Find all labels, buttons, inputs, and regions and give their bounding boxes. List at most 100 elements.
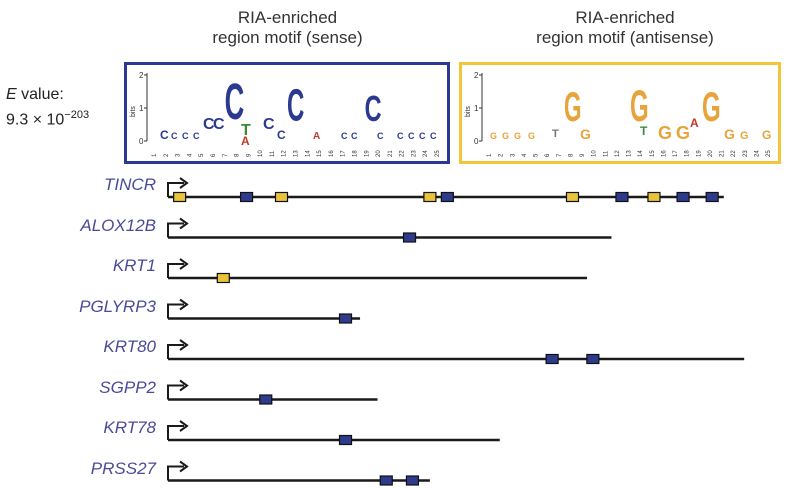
- gene-label-prss27: PRSS27: [90, 458, 156, 478]
- antisense-position-label: 11: [603, 150, 609, 157]
- antisense-motif-site: [565, 191, 580, 203]
- tss-arrowhead: [179, 339, 189, 351]
- sense-position-label: 14: [305, 150, 311, 157]
- antisense-title-line2: region motif (antisense): [536, 28, 714, 47]
- sense-motif-site: [586, 353, 600, 365]
- sense-motif-site: [239, 191, 254, 203]
- antisense-logo-svg: 2 1 0 bits G G G G T G G G T G G A G G G…: [465, 71, 772, 157]
- sense-letter-c: C: [408, 131, 415, 141]
- antisense-letter-g-large: G: [702, 84, 721, 131]
- gene-tracks-group: [167, 177, 745, 486]
- antisense-position-label: 17: [673, 150, 679, 157]
- antisense-motif-title: RIA-enriched region motif (antisense): [480, 8, 770, 48]
- sense-y-axis-label: bits: [130, 106, 137, 117]
- sense-position-label: 9: [246, 153, 252, 157]
- sense-position-label: 24: [423, 150, 429, 157]
- antisense-y-tick-label: 0: [474, 137, 479, 146]
- antisense-position-label: 14: [638, 150, 644, 157]
- antisense-letter-g-large: G: [630, 80, 649, 131]
- sense-position-label: 16: [329, 150, 335, 157]
- sense-motif-site: [705, 191, 719, 203]
- tss-arrow: [167, 465, 184, 481]
- antisense-motif-logo: 2 1 0 bits G G G G T G G G T G G A G G G…: [459, 62, 781, 164]
- sense-position-label: 11: [270, 150, 276, 157]
- sense-position-label: 10: [258, 150, 264, 157]
- sense-y-tick-label: 1: [139, 104, 144, 113]
- antisense-y-tick-label: 1: [474, 104, 479, 113]
- antisense-position-label: 6: [545, 153, 551, 157]
- antisense-position-label: 24: [754, 150, 760, 157]
- gene-label-pglyrp3: PGLYRP3: [79, 296, 156, 316]
- sense-y-tick-label: 0: [139, 137, 144, 146]
- antisense-letter-g: G: [724, 126, 735, 142]
- antisense-position-label: 2: [499, 153, 505, 157]
- antisense-motif-site: [216, 272, 230, 284]
- tss-arrowhead: [179, 258, 189, 270]
- antisense-letter-g: G: [740, 130, 749, 142]
- antisense-position-label: 20: [708, 150, 714, 157]
- antisense-letter-g: G: [490, 131, 497, 141]
- antisense-letter-g: G: [580, 126, 591, 142]
- sense-position-label: 7: [223, 153, 229, 157]
- antisense-position-label: 4: [522, 153, 528, 157]
- sense-position-label: 3: [176, 153, 182, 157]
- e-value-number: 9.3 × 10−203: [6, 109, 90, 129]
- antisense-position-label: 15: [650, 150, 656, 157]
- antisense-position-label: 7: [557, 153, 563, 157]
- antisense-position-label: 12: [615, 150, 621, 157]
- antisense-title-line1: RIA-enriched: [575, 8, 675, 27]
- sense-letter-c-large: C: [287, 79, 304, 130]
- sense-letter-c: C: [193, 131, 200, 141]
- sense-letter-c: C: [430, 131, 437, 141]
- antisense-position-label: 1: [487, 153, 493, 157]
- sense-letter-c: C: [351, 131, 358, 141]
- gene-label-krt1: KRT1: [112, 256, 156, 275]
- sense-letter-c: C: [263, 116, 275, 133]
- antisense-letter-g: G: [514, 131, 521, 141]
- antisense-motif-site: [173, 191, 187, 203]
- sense-motif-site: [676, 191, 690, 203]
- antisense-position-label: 9: [580, 153, 586, 157]
- gene-label-sgpp2: SGPP2: [99, 377, 156, 397]
- sense-position-label: 20: [376, 150, 382, 157]
- tss-arrowhead: [179, 379, 189, 392]
- sense-motif-title: RIA-enriched region motif (sense): [150, 8, 425, 48]
- sense-letter-a: A: [241, 134, 250, 148]
- antisense-letter-g: G: [502, 131, 509, 141]
- tss-arrowhead: [179, 217, 189, 230]
- antisense-y-axis-label: bits: [465, 106, 472, 117]
- antisense-position-label: 21: [720, 150, 726, 157]
- sense-position-label: 22: [400, 150, 406, 157]
- tss-arrow: [167, 222, 184, 238]
- gene-label-alox12b: ALOX12B: [80, 215, 156, 235]
- sense-position-label: 8: [235, 153, 241, 157]
- gene-label-tincr: TINCR: [104, 175, 156, 194]
- antisense-position-label: 3: [510, 153, 516, 157]
- sense-motif-site: [338, 313, 353, 324]
- sense-motif-site: [545, 353, 559, 365]
- sense-position-label: 17: [341, 150, 347, 157]
- sense-y-tick-label: 2: [139, 71, 144, 80]
- tss-arrowhead: [179, 177, 189, 189]
- sense-letter-c: C: [377, 131, 384, 141]
- tss-arrowhead: [179, 298, 189, 311]
- sense-letter-c: C: [171, 131, 178, 141]
- antisense-letter-stacks: G G G G T G G G T G G A G G G G: [490, 80, 771, 143]
- sense-letter-c: C: [397, 131, 404, 141]
- antisense-motif-site: [647, 191, 661, 203]
- sense-letter-c: C: [277, 128, 286, 142]
- tss-arrowhead: [179, 420, 189, 432]
- sense-position-label: 1: [152, 153, 158, 157]
- tss-arrow: [167, 182, 184, 197]
- antisense-position-label: 18: [685, 150, 691, 157]
- antisense-position-label: 22: [731, 150, 737, 157]
- antisense-letter-g: G: [762, 128, 771, 142]
- antisense-position-label: 8: [568, 153, 574, 157]
- sense-position-label: 2: [164, 153, 170, 157]
- tss-arrowhead: [179, 460, 189, 473]
- sense-position-label: 5: [199, 153, 205, 157]
- antisense-position-label: 16: [661, 150, 667, 157]
- e-value-annotation: E value: 9.3 × 10−203: [6, 84, 89, 130]
